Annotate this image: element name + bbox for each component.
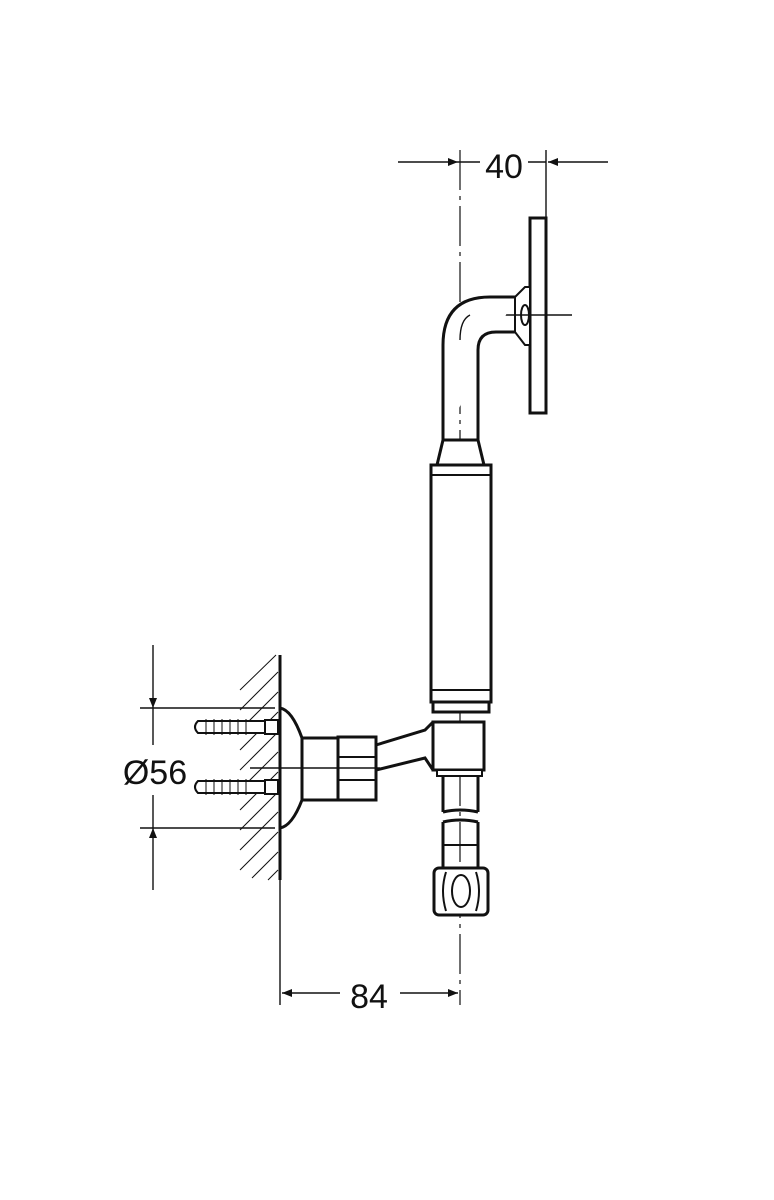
dimension-label-84: 84: [350, 978, 388, 1016]
handle-body: [429, 463, 493, 704]
wall-anchor-bottom: [194, 779, 279, 795]
handle-taper: [435, 438, 486, 467]
dimension-40: 40: [398, 148, 608, 218]
dimension-label-56: Ø56: [123, 754, 187, 792]
hose: [441, 776, 480, 868]
wall-anchor-top: [194, 719, 279, 735]
swivel-arm: [375, 720, 435, 772]
connector-nut: [300, 736, 340, 802]
dimension-label-40: 40: [485, 148, 523, 186]
outlet-body: [431, 720, 486, 772]
elbow-pipe: [441, 295, 515, 440]
dimension-diameter-56: Ø56: [123, 645, 275, 890]
dimension-84: 84: [282, 978, 458, 1016]
